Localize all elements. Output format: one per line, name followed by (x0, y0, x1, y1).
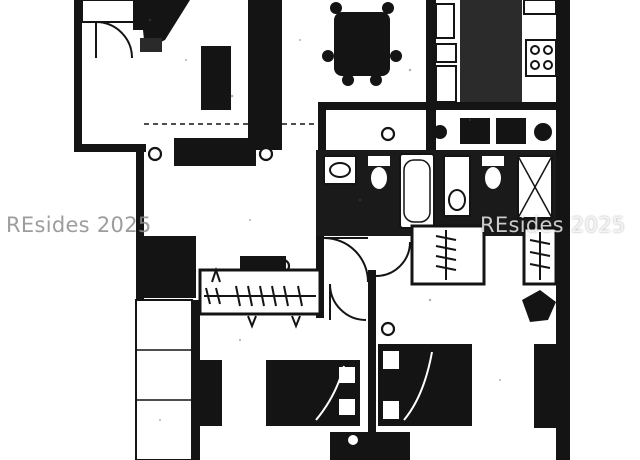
toilet (368, 156, 390, 189)
kitchen (318, 0, 557, 150)
range-burners (530, 45, 540, 55)
door-swing (375, 241, 411, 277)
outlet-symbol (380, 126, 396, 142)
dining-table (334, 12, 390, 76)
nightstand (381, 349, 401, 371)
outlet-symbol (258, 146, 274, 162)
outlet-symbol (147, 146, 163, 162)
bedroom-2 (376, 290, 556, 460)
outlet-symbol (380, 321, 396, 337)
shower (517, 155, 553, 219)
bedroom-1 (200, 360, 370, 460)
left-utility (135, 236, 200, 460)
closet-rod (204, 285, 316, 307)
entry-closet (81, 0, 135, 59)
closet-rod (529, 232, 551, 280)
copy-grain (148, 18, 501, 421)
closet-rod (435, 230, 457, 280)
range-stove (525, 39, 557, 77)
living-room (140, 0, 318, 166)
closets (198, 224, 558, 329)
dining-area (322, 2, 402, 86)
nightstand (381, 399, 401, 421)
bathrooms (316, 150, 556, 236)
coffee-table (201, 46, 231, 110)
toilet (482, 156, 504, 189)
